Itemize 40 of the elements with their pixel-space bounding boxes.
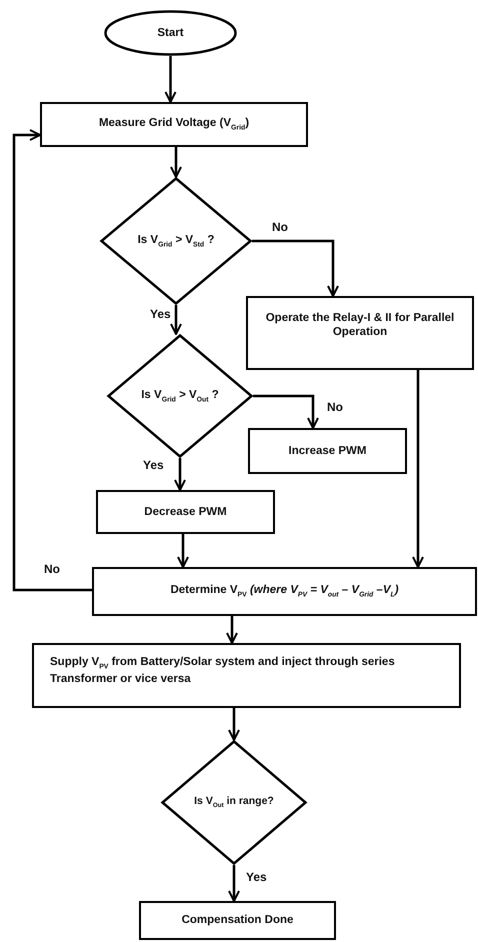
step-text: Measure Grid Voltage (V$_{Grid}$)	[98, 116, 250, 133]
arrow	[252, 240, 339, 297]
process-box	[139, 901, 336, 940]
start-terminal	[104, 10, 237, 56]
step-text: Decrease PWM	[144, 504, 227, 520]
decision-diamond	[100, 177, 252, 305]
terminal-label: Start	[157, 26, 184, 40]
arrow	[174, 458, 186, 491]
arrow	[170, 147, 182, 178]
edge-label: No	[270, 220, 290, 234]
process-box	[92, 567, 477, 616]
step-text: Determine V$_{PV}$ (where V$_{PV}$ = V$_{out}$ – V$_{Grid}$ –V$_{L}$)	[170, 583, 399, 600]
step-text: Compensation Done	[182, 913, 294, 928]
arrow	[164, 56, 176, 103]
edge-label: Yes	[244, 870, 269, 884]
process-box	[40, 102, 308, 147]
edge-label: No	[42, 562, 62, 576]
edge-label: Yes	[148, 307, 173, 321]
arrow	[226, 616, 238, 644]
step-text: Supply V$_{PV}$ from Battery/Solar system and inject through series Transformer or vice versa	[50, 654, 396, 686]
decision-diamond	[107, 334, 253, 458]
arrow	[170, 305, 182, 335]
decision-diamond	[161, 740, 307, 865]
process-box	[246, 296, 474, 370]
decision-text: Is V$_{Grid}$ > V$_{Std}$ ?	[138, 232, 214, 250]
edge-label: No	[325, 400, 345, 414]
edge-label: Yes	[141, 458, 166, 472]
arrow	[228, 708, 240, 741]
process-box	[32, 643, 461, 708]
arrow	[177, 534, 189, 568]
process-box	[248, 428, 407, 474]
process-box	[96, 490, 275, 534]
step-text: Increase PWM	[288, 444, 366, 458]
arrow	[412, 370, 424, 568]
arrow	[253, 394, 319, 429]
decision-text: Is V$_{Grid}$ > V$_{Out}$ ?	[141, 388, 219, 404]
arrow	[228, 865, 240, 902]
arrow	[12, 129, 92, 592]
decision-text: Is V$_{Out}$ in range?	[194, 795, 274, 810]
step-text: Operate the Relay-I & II for Parallel Operation	[264, 310, 456, 340]
